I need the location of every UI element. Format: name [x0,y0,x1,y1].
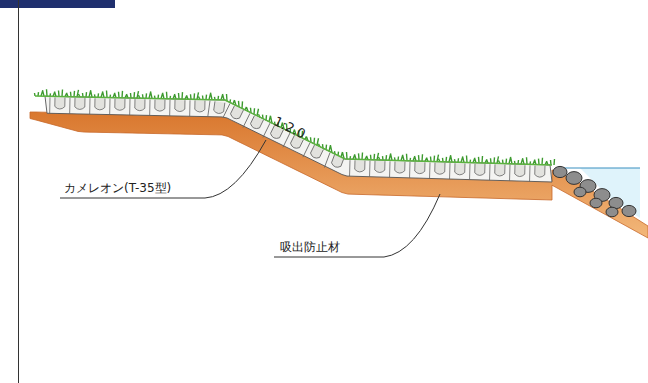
leader-line [274,194,440,257]
part-name: 吸出防止材 [280,240,340,254]
riprap-stone [553,166,567,177]
soil-layer [30,112,648,238]
leader-line [60,140,266,198]
vegetation-block-band [45,96,552,182]
part-name: カメレオン(T-35型) [64,181,171,195]
grass [35,89,555,165]
water-line [556,167,640,168]
riprap-stone [590,198,602,208]
riprap-stone [566,172,582,185]
ground-section [30,89,648,257]
title-bar [0,0,115,8]
grass-line [35,96,552,165]
block-cells [50,97,545,181]
water [580,168,640,218]
riprap-stone [622,205,636,216]
frame-line [18,0,19,383]
riprap-stone [606,207,618,217]
riprap-stone [574,187,586,197]
